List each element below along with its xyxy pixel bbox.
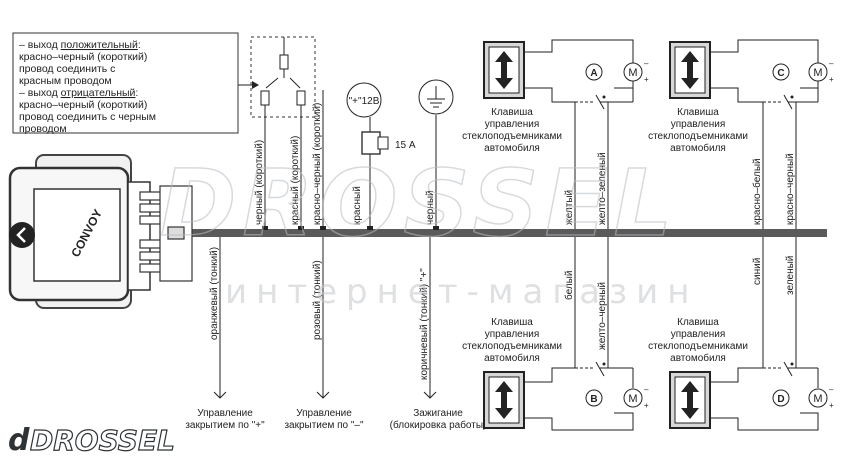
svg-text:–: – (829, 59, 834, 68)
svg-text:D: D (777, 394, 784, 405)
svg-text:–: – (829, 385, 834, 394)
svg-text:автомобиля: автомобиля (484, 352, 540, 364)
switch-labels: Клавиша управления стеклоподъемниками ав… (462, 107, 748, 364)
svg-text:красно–черный (короткий): красно–черный (короткий) (312, 103, 323, 225)
window-group-a: A – + (483, 39, 649, 229)
svg-text:белый: белый (563, 271, 575, 300)
svg-text:управления: управления (485, 119, 540, 130)
updown-arrow-icon (495, 51, 513, 89)
svg-text:автомобиля: автомобиля (670, 142, 726, 154)
svg-text:"+"12В: "+"12В (349, 96, 380, 107)
window-group-c: C – + (669, 39, 834, 229)
svg-text:Управление: Управление (197, 408, 253, 419)
svg-text:закрытием по "–": закрытием по "–" (284, 420, 364, 431)
svg-text:Клавиша: Клавиша (491, 317, 533, 328)
svg-text:Клавиша: Клавиша (677, 317, 719, 328)
note-line-5: – выход отрицательный: (19, 87, 138, 99)
svg-text:оранжевый (тонкий): оранжевый (тонкий) (209, 247, 220, 340)
svg-text:зеленый: зеленый (785, 256, 796, 295)
note-line-1: – выход положительный: (19, 39, 141, 51)
svg-text:розовый (тонкий): розовый (тонкий) (312, 260, 323, 340)
power-12v: "+"12В (346, 82, 382, 132)
svg-text:управления: управления (671, 119, 726, 130)
svg-text:–: – (644, 59, 649, 68)
updown-arrow-icon (495, 381, 513, 419)
svg-text:красно–черный: красно–черный (785, 153, 796, 225)
svg-text:Клавиша: Клавиша (677, 107, 719, 118)
bottom-wires (219, 237, 431, 398)
svg-text:желтый: желтый (564, 190, 575, 225)
updown-arrow-icon (681, 381, 699, 419)
svg-text:Клавиша: Клавиша (491, 107, 533, 118)
svg-text:15 А: 15 А (395, 140, 416, 151)
svg-text:красно–белый: красно–белый (751, 158, 763, 225)
svg-text:интернет-магазин: интернет-магазин (225, 272, 698, 312)
svg-text:стеклоподъемниками: стеклоподъемниками (462, 341, 562, 352)
svg-text:красный: красный (352, 186, 363, 225)
svg-text:B: B (590, 394, 597, 405)
svg-text:DROSSEL: DROSSEL (160, 150, 678, 257)
svg-text:–: – (644, 385, 649, 394)
svg-text:C: C (777, 68, 784, 79)
fuse: 15 А (361, 131, 416, 155)
svg-text:Зажигание: Зажигание (413, 408, 463, 419)
svg-text:желто–зеленый: желто–зеленый (597, 152, 608, 225)
note-box: – выход положительный: красно–черный (ко… (12, 32, 259, 135)
svg-text:черный: черный (425, 190, 436, 225)
svg-text:управления: управления (671, 329, 726, 340)
svg-text:– выход положительный: к: – выход положительный: красно–черный (ко… (19, 39, 159, 135)
svg-text:d: d (8, 423, 30, 458)
watermark: DROSSEL интернет-магазин (159, 149, 698, 312)
svg-text:управления: управления (485, 329, 540, 340)
svg-text:закрытием по "+": закрытием по "+" (185, 420, 265, 431)
svg-text:(блокировка работы): (блокировка работы) (390, 419, 487, 431)
updown-arrow-icon (681, 51, 699, 89)
svg-text:+: + (829, 401, 834, 410)
svg-text:Управление: Управление (296, 408, 352, 419)
svg-text:черный (короткий): черный (короткий) (254, 140, 265, 225)
svg-text:автомобиля: автомобиля (484, 142, 540, 154)
drossel-logo: d DROSSEL (8, 423, 176, 458)
window-group-b: B – + (483, 237, 649, 431)
svg-text:DROSSEL: DROSSEL (30, 424, 175, 457)
top-wires (264, 90, 437, 229)
svg-text:стеклоподъемниками: стеклоподъемниками (462, 131, 562, 142)
svg-text:стеклоподъемниками: стеклоподъемниками (648, 131, 748, 142)
control-module: CONVOY (8, 154, 193, 309)
svg-text:красный (короткий): красный (короткий) (290, 136, 301, 225)
back-arrow-button[interactable] (9, 222, 35, 248)
svg-text:автомобиля: автомобиля (670, 352, 726, 364)
svg-text:желто–черный: желто–черный (597, 282, 608, 350)
chevron-left-icon (16, 227, 26, 243)
svg-text:+: + (829, 75, 834, 84)
connector-detail (250, 36, 316, 118)
window-group-d: D – + (669, 237, 834, 431)
ground-icon (418, 79, 454, 115)
svg-text:+: + (644, 401, 649, 410)
svg-text:синий: синий (752, 258, 763, 285)
svg-text:A: A (590, 68, 597, 79)
harness-bus (182, 229, 827, 237)
svg-text:коричневый (тонкий) "+": коричневый (тонкий) "+" (419, 268, 430, 380)
svg-text:стеклоподъемниками: стеклоподъемниками (648, 341, 748, 352)
svg-text:+: + (644, 75, 649, 84)
